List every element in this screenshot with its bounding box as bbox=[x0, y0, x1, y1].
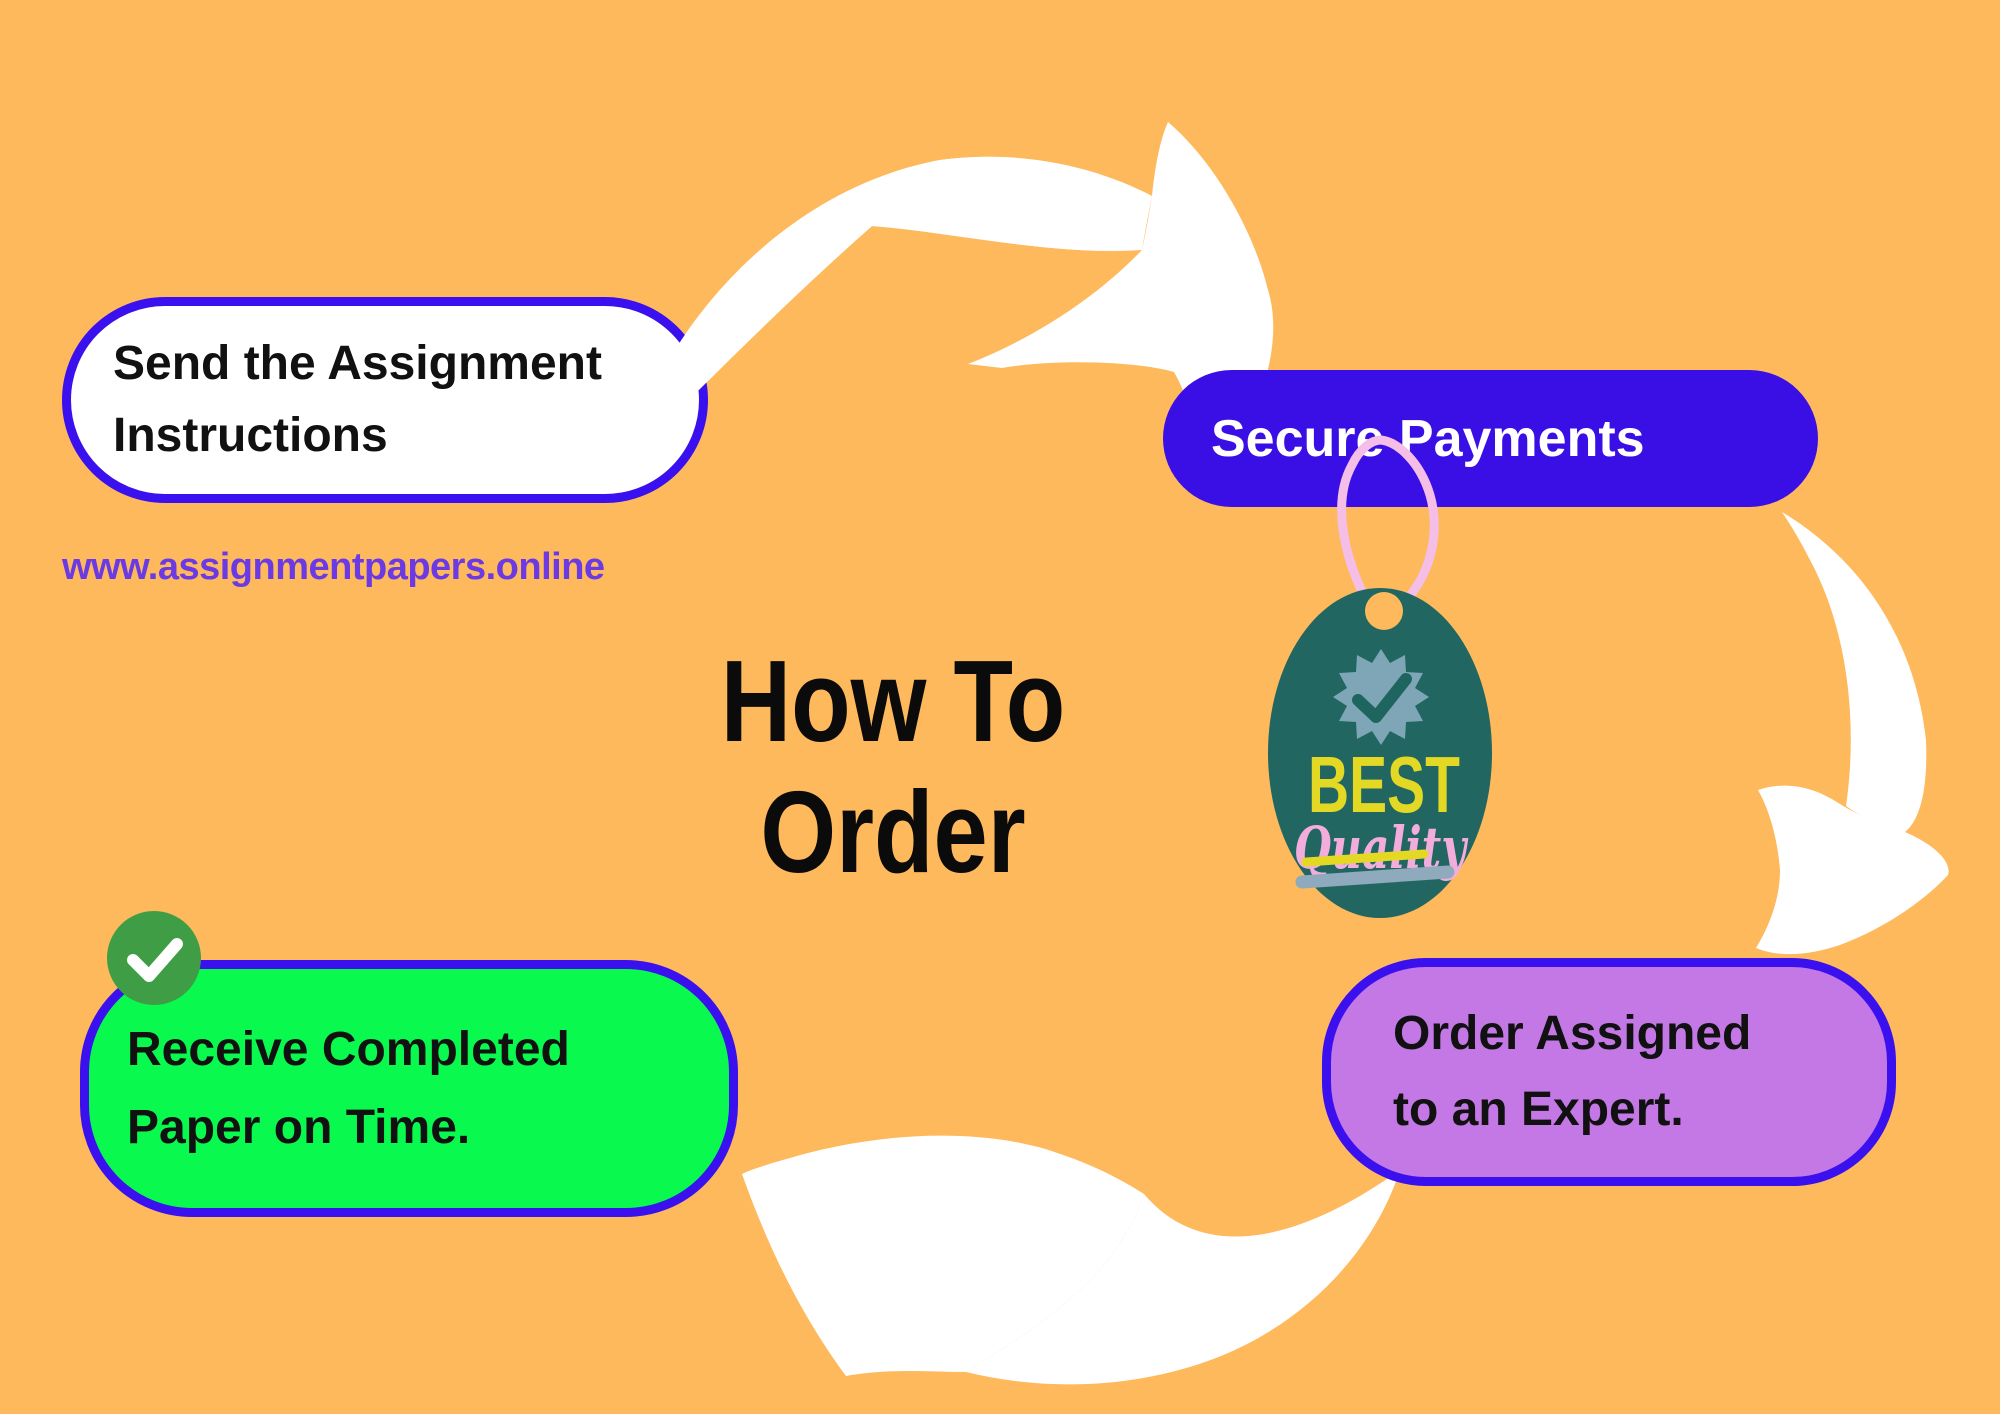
check-circle-bg bbox=[107, 911, 201, 1005]
checkmark-circle-icon bbox=[107, 911, 201, 1005]
step-card-send-instructions: Send the Assignment Instructions bbox=[62, 297, 708, 503]
tag-underline-yellow bbox=[1301, 849, 1429, 867]
step-receive-line2: Paper on Time. bbox=[127, 1100, 471, 1154]
seal-check-icon bbox=[1352, 673, 1412, 723]
arrow-right-head bbox=[1756, 785, 1949, 955]
arrow-bottom-body bbox=[966, 1170, 1400, 1385]
tag-hole bbox=[1365, 592, 1403, 630]
website-url: www.assignmentpapers.online bbox=[62, 546, 605, 588]
tag-underline-slate bbox=[1295, 865, 1455, 889]
seal-starburst-icon bbox=[1333, 649, 1429, 745]
step-card-receive-paper: Receive Completed Paper on Time. bbox=[80, 960, 738, 1217]
arrow-right-body bbox=[1782, 512, 1927, 832]
step-card-secure-payments: Secure Payments bbox=[1163, 370, 1818, 507]
step-card-order-assigned: Order Assigned to an Expert. bbox=[1322, 958, 1896, 1186]
badge-word-quality: Quality bbox=[1294, 814, 1469, 882]
page-title-line1: How To bbox=[720, 636, 1066, 766]
checkmark-circle-svg bbox=[107, 911, 201, 1005]
step-expert-line2: to an Expert. bbox=[1393, 1083, 1684, 1136]
step-payment-label: Secure Payments bbox=[1211, 409, 1645, 468]
check-mark bbox=[127, 938, 183, 982]
arrow-bottom-head bbox=[742, 1135, 1144, 1376]
page-title-line2: Order bbox=[760, 767, 1026, 897]
page-title: How To Order bbox=[641, 636, 1145, 898]
step-receive-line1: Receive Completed bbox=[127, 1022, 570, 1076]
badge-word-best: BEST bbox=[1308, 740, 1460, 829]
step-send-line1: Send the Assignment bbox=[113, 337, 602, 390]
step-expert-line1: Order Assigned bbox=[1393, 1007, 1752, 1060]
quality-tag bbox=[1268, 588, 1492, 918]
step-send-line2: Instructions bbox=[113, 409, 388, 462]
